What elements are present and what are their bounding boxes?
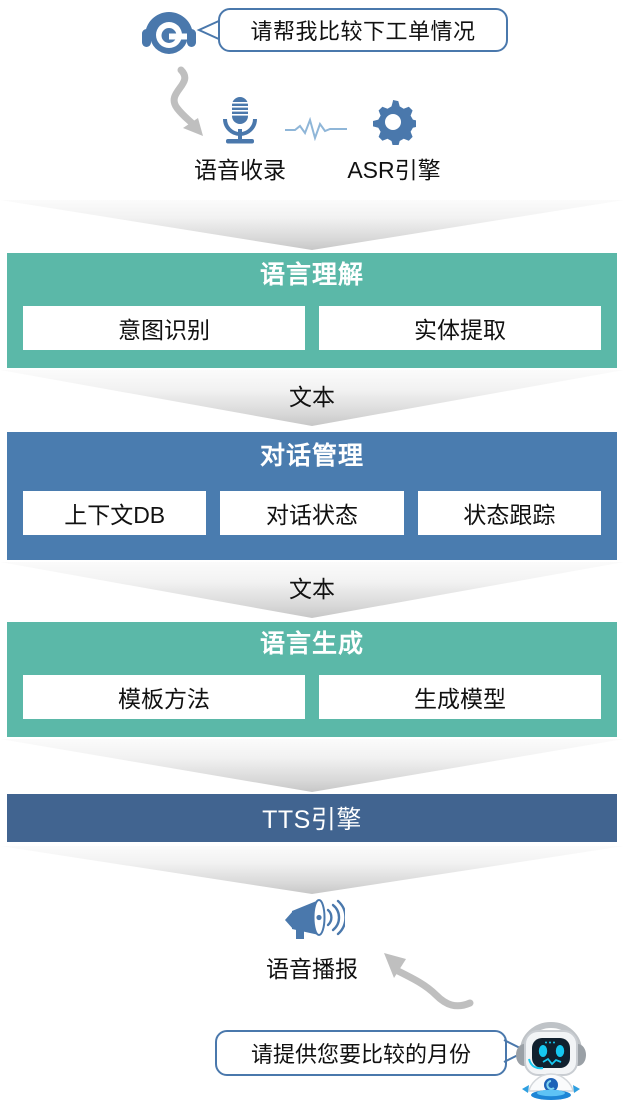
subbox-dialog-state[interactable]: 对话状态: [220, 491, 404, 535]
user-speech-bubble: 请帮我比较下工单情况: [218, 8, 508, 52]
playback-label: 语音播报: [266, 956, 358, 982]
voice-capture-row: 语音收录 ASR引擎: [0, 95, 624, 200]
headset-agent-icon: [138, 5, 218, 61]
gear-icon: [370, 99, 419, 147]
robot-icon: [505, 1015, 595, 1101]
capture-label-asr: ASR引擎: [347, 157, 441, 183]
connector-chevron-5: [0, 846, 624, 894]
connector-label-text-1: 文本: [289, 384, 335, 410]
stage-nlu-subboxes: 意图识别 实体提取: [7, 306, 617, 350]
stage-dialog-management: 对话管理 上下文DB 对话状态 状态跟踪: [7, 432, 617, 560]
assistant-reply-text: 请提供您要比较的月份: [250, 1042, 471, 1067]
connector-chevron-4: [0, 739, 624, 792]
curved-arrow-down-icon: [155, 66, 235, 146]
connector-chevron-1: [0, 200, 624, 250]
stage-nlg-subboxes: 模板方法 生成模型: [7, 675, 617, 719]
stage-nlu: 语言理解 意图识别 实体提取: [7, 253, 617, 368]
subbox-state-tracking[interactable]: 状态跟踪: [417, 491, 601, 535]
stage-nlg: 语言生成 模板方法 生成模型: [7, 622, 617, 737]
subbox-generative-model[interactable]: 生成模型: [319, 675, 601, 719]
stage-nlu-title: 语言理解: [259, 261, 364, 289]
subbox-context-db[interactable]: 上下文DB: [23, 491, 207, 535]
megaphone-icon: [283, 897, 347, 943]
stage-dm-title: 对话管理: [259, 442, 364, 470]
microphone-icon: [218, 95, 262, 147]
speech-bubble-tail-top: [196, 18, 222, 42]
subbox-intent-recognition[interactable]: 意图识别: [23, 306, 305, 350]
subbox-template-method[interactable]: 模板方法: [23, 675, 305, 719]
tts-engine-label: TTS引擎: [262, 806, 362, 834]
assistant-reply-bubble: 请提供您要比较的月份: [215, 1030, 507, 1076]
curved-arrow-up-icon: [370, 945, 490, 1035]
subbox-entity-extraction[interactable]: 实体提取: [319, 306, 601, 350]
connector-label-text-2: 文本: [289, 576, 335, 602]
audio-waveform-icon: [285, 116, 347, 142]
stage-nlg-title: 语言生成: [259, 630, 364, 658]
user-utterance-text: 请帮我比较下工单情况: [250, 19, 476, 44]
capture-label-voice: 语音收录: [194, 157, 286, 183]
stage-tts-engine: TTS引擎: [7, 794, 617, 842]
stage-dm-subboxes: 上下文DB 对话状态 状态跟踪: [7, 491, 617, 535]
